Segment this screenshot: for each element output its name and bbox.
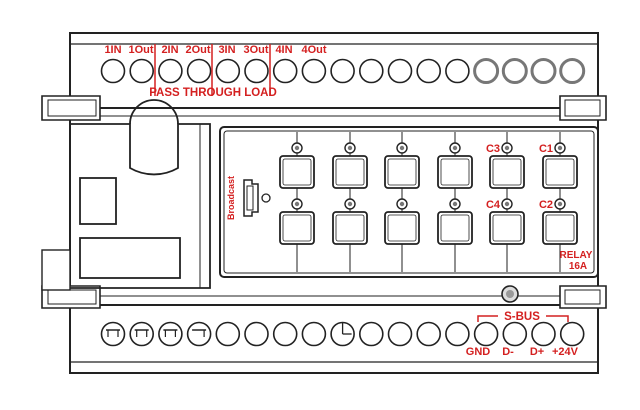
led-indicator-icon (449, 198, 461, 210)
screw-terminal-icon (158, 321, 183, 347)
led-indicator-icon (449, 142, 461, 154)
screw-terminal-icon (272, 321, 298, 347)
screw-terminal-icon (473, 58, 500, 84)
screw-terminal-icon (358, 58, 384, 84)
screw-terminal-icon (416, 321, 442, 347)
terminal-label-4in: 4IN (275, 44, 292, 56)
push-button-icon[interactable] (279, 211, 315, 245)
screw-terminal-icon (186, 58, 212, 84)
channel-label-c2: C2 (539, 199, 553, 211)
push-button-icon[interactable] (437, 211, 473, 245)
screw-terminal-icon (158, 58, 183, 84)
terminal-label-2out: 2Out (185, 44, 210, 56)
push-button-icon[interactable] (489, 155, 525, 189)
mounting-clip-icon (41, 95, 607, 309)
screw-terminal-icon (301, 58, 327, 84)
push-button-icon[interactable] (384, 155, 420, 189)
screw-terminal-icon (445, 321, 470, 347)
top-labels: 1IN 1Out 2IN 2Out 3IN 3Out 4IN 4Out (104, 44, 326, 56)
push-button-icon[interactable] (437, 155, 473, 189)
push-button-icon[interactable] (542, 211, 578, 245)
terminal-label-2in: 2IN (161, 44, 178, 56)
left-body (70, 99, 211, 289)
pin-label-d-plus: D+ (530, 346, 544, 358)
terminal-label-3out: 3Out (243, 44, 268, 56)
screw-terminal-icon (330, 321, 355, 347)
led-indicator-icon (501, 142, 513, 154)
usb-port-icon (243, 179, 259, 217)
led-indicator-icon (396, 142, 408, 154)
indicator-hole-icon (261, 193, 271, 203)
s-bus-label: S-BUS (504, 311, 540, 323)
push-button-icon[interactable] (332, 211, 368, 245)
terminal-label-1in: 1IN (104, 44, 121, 56)
button-grid (279, 142, 578, 245)
led-indicator-icon (344, 198, 356, 210)
screw-terminal-icon (502, 321, 528, 347)
led-indicator-icon (501, 198, 513, 210)
pass-through-label: PASS THROUGH LOAD (149, 87, 277, 99)
push-button-icon[interactable] (384, 211, 420, 245)
s-bus-bracket (477, 315, 569, 322)
screw-terminal-icon (387, 321, 413, 347)
rating-label-current: 16A (569, 261, 587, 272)
screw-terminal-icon (129, 58, 154, 84)
screw-terminal-icon (559, 58, 586, 84)
bottom-terminal-row (100, 321, 585, 347)
led-indicator-icon (291, 198, 303, 210)
screw-terminal-icon (559, 321, 585, 347)
led-indicator-icon (554, 142, 566, 154)
screw-terminal-icon (387, 58, 413, 84)
screw-terminal-icon (244, 321, 269, 347)
screw-terminal-icon (129, 321, 154, 347)
rating-label-relay: RELAY (560, 250, 593, 261)
top-terminal-row (100, 58, 586, 84)
screw-terminal-icon (244, 58, 269, 84)
led-indicator-icon (554, 198, 566, 210)
screw-terminal-icon (530, 58, 557, 84)
pin-label-24v: +24V (552, 346, 579, 358)
screw-terminal-icon (100, 321, 126, 347)
screw-terminal-icon (215, 321, 241, 347)
channel-label-c1: C1 (539, 143, 553, 155)
front-panel (219, 126, 599, 278)
led-indicator-icon (344, 142, 356, 154)
screw-terminal-icon (358, 321, 384, 347)
screw-terminal-icon (301, 321, 327, 347)
terminal-label-3in: 3IN (218, 44, 235, 56)
screw-terminal-icon (416, 58, 442, 84)
push-button-icon[interactable] (279, 155, 315, 189)
pin-label-d-minus: D- (502, 346, 514, 358)
channel-label-c3: C3 (486, 143, 500, 155)
channel-label-c4: C4 (486, 199, 501, 211)
screw-terminal-icon (100, 58, 126, 84)
terminal-label-1out: 1Out (128, 44, 153, 56)
led-indicator-icon (291, 142, 303, 154)
screw-terminal-icon (531, 321, 556, 347)
screw-terminal-icon (445, 58, 470, 84)
screw-terminal-icon (473, 321, 499, 347)
pass-through-bracket (154, 44, 271, 96)
push-button-icon[interactable] (489, 211, 525, 245)
screw-terminal-icon (186, 321, 212, 347)
led-indicator-icon (396, 198, 408, 210)
screw-terminal-icon (215, 58, 241, 84)
screw-terminal-icon (330, 58, 355, 84)
push-button-icon[interactable] (332, 155, 368, 189)
screw-terminal-icon (501, 58, 528, 84)
terminal-label-4out: 4Out (301, 44, 326, 56)
pin-label-gnd: GND (466, 346, 491, 358)
push-button-icon[interactable] (542, 155, 578, 189)
screw-terminal-icon (272, 58, 298, 84)
broadcast-label: Broadcast (226, 176, 236, 220)
